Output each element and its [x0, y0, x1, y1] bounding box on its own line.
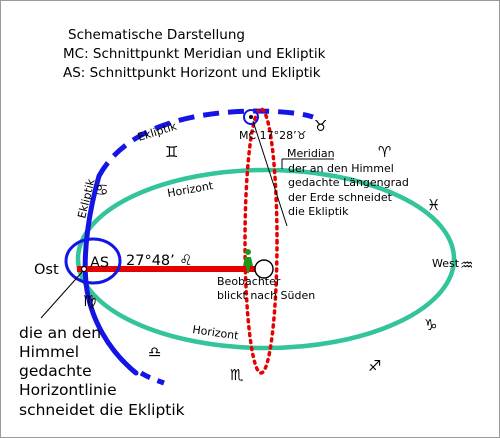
ecliptic-label-top: Ekliptik — [136, 120, 179, 144]
meridian-description: der an den Himmel gedachte Längengrad de… — [288, 162, 409, 218]
svg-text:Horizontlinie: Horizontlinie — [19, 381, 117, 399]
svg-text:gedachte Längengrad: gedachte Längengrad — [288, 176, 409, 189]
svg-text:schneidet die Ekliptik: schneidet die Ekliptik — [19, 401, 185, 419]
sagittarius-glyph: ♐ — [368, 357, 381, 375]
ecliptic-arc-dashed-top — [96, 108, 314, 178]
mc-point — [249, 115, 253, 119]
pisces-glyph: ♓ — [427, 196, 440, 214]
horizon-note: die an den Himmel gedachte Horizontlinie… — [19, 324, 185, 419]
svg-text:die an den: die an den — [19, 324, 101, 342]
west-label: West — [432, 257, 460, 270]
svg-text:Himmel: Himmel — [19, 343, 79, 361]
ecliptic-arc-dashed-bottom — [139, 370, 165, 386]
svg-text:die Ekliptik: die Ekliptik — [288, 205, 349, 218]
ascendant-label: AS — [90, 255, 109, 271]
mc-definition: MC: Schnittpunkt Meridian und Ekliptik — [63, 46, 326, 62]
observer-label: Beobachter — [217, 275, 281, 288]
capricorn-glyph: ♑ — [424, 316, 437, 334]
meridian-ellipse — [243, 107, 279, 375]
svg-text:der an den Himmel: der an den Himmel — [288, 162, 394, 175]
libra-glyph: ♎ — [148, 343, 161, 361]
horizon-note-leader-line — [40, 270, 84, 319]
as-definition: AS: Schnittpunkt Horizont und Ekliptik — [63, 65, 321, 81]
scorpio-glyph: ♏ — [230, 366, 244, 384]
mc-position-label: MC 17°28’♉ — [239, 129, 307, 142]
diagram-title: Schematische Darstellung — [68, 27, 245, 43]
ascendant-circle — [64, 237, 122, 285]
observer-ground-circle — [254, 259, 274, 279]
gemini-glyph: ♊ — [165, 143, 178, 161]
svg-text:der Erde schneidet: der Erde schneidet — [288, 191, 393, 204]
ascendant-point — [80, 265, 88, 273]
ecliptic-arc-solid — [82, 173, 139, 376]
horizon-label-bottom: Horizont — [192, 323, 240, 342]
meridian-title: Meridian — [287, 147, 335, 160]
virgo-glyph: ♍ — [83, 292, 96, 310]
mc-circle — [243, 109, 259, 125]
cancer-glyph: ♋ — [95, 181, 108, 199]
mc-leader-line — [252, 120, 288, 227]
observer-direction: blickt nach Süden — [217, 289, 315, 302]
observer-icon — [243, 249, 253, 273]
leo-glyph-west: ♒ — [460, 256, 473, 274]
east-label: Ost — [34, 262, 59, 278]
svg-text:gedachte: gedachte — [19, 362, 92, 380]
horizon-ellipse — [75, 167, 457, 351]
aries-glyph: ♈ — [378, 143, 391, 161]
taurus-glyph: ♉ — [314, 117, 327, 135]
ascendant-degree-label: 27°48’ ♌ — [126, 253, 192, 269]
